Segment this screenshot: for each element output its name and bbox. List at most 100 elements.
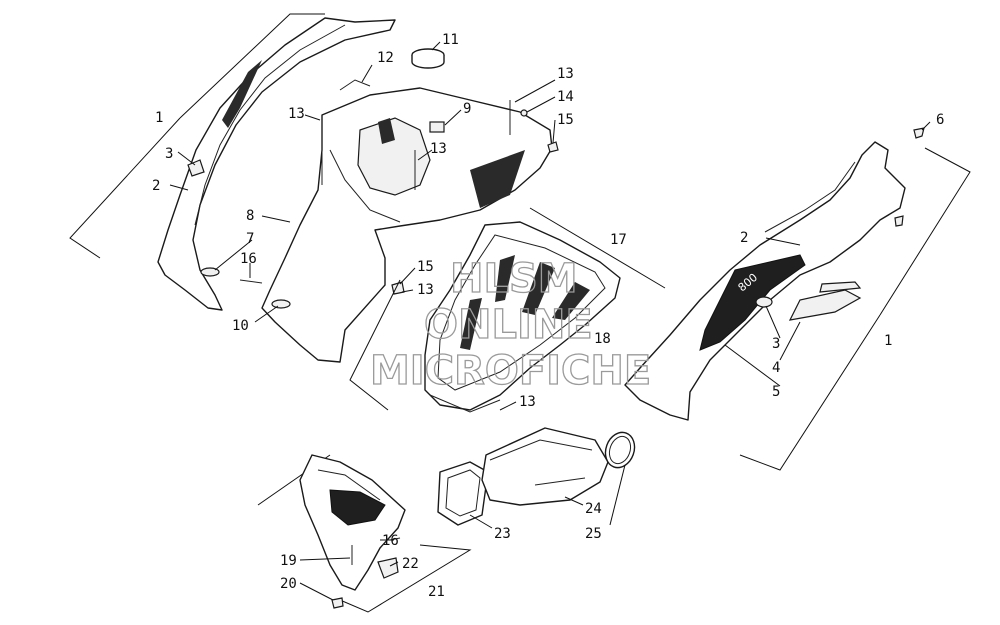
callout-13-e: 13: [519, 394, 536, 410]
right-panel-clip: [894, 215, 904, 227]
fastener-6: [913, 127, 925, 139]
clamp-25: [604, 431, 636, 469]
leader-15-b: [399, 267, 416, 285]
callout-13-c: 13: [557, 66, 574, 82]
callout-3-left: 3: [165, 146, 173, 162]
airbox-bracket-left: [349, 279, 401, 411]
leader-13-c: [514, 79, 556, 103]
leader-9: [444, 109, 462, 126]
callout-20: 20: [280, 576, 297, 592]
hood-emblem-10: [271, 299, 291, 309]
clamp-25-inner: [608, 435, 632, 465]
callout-labels: 1 3 2 8 7 16 10 13 12 11 9 13 13 14 15 1…: [152, 32, 944, 600]
left-assembly-bracket-top: [179, 13, 325, 119]
callout-14: 14: [557, 89, 574, 105]
right-reflector-4: [788, 289, 862, 321]
clip-12: [339, 79, 371, 91]
airbox-rib-3: [460, 298, 482, 350]
duct-24-edge: [489, 439, 593, 461]
airbox-body: [424, 221, 621, 411]
watermark: HLSM ONLINE MICROFICHE: [369, 255, 652, 394]
duct-24-rib: [534, 477, 586, 486]
callout-9: 9: [463, 101, 471, 117]
grommet-11: [411, 48, 445, 69]
right-reflector-plate: [819, 281, 862, 293]
callout-13-d: 13: [417, 282, 434, 298]
leader-6: [921, 121, 931, 131]
right-assembly-bracket-lower: [739, 314, 881, 471]
leader-2-left: [169, 184, 189, 191]
leader-24: [564, 496, 584, 506]
hood-bracket-9: [429, 121, 445, 133]
left-panel-crease: [194, 24, 346, 226]
callout-5: 5: [772, 384, 780, 400]
right-panel-crease: [764, 161, 856, 233]
bellypan-edge: [317, 469, 381, 501]
leader-3-left: [177, 151, 196, 166]
rivet-20: [331, 597, 344, 609]
leader-23: [469, 514, 493, 529]
right-panel-decal-stripe: [699, 254, 806, 351]
airbox-bracket-top: [529, 207, 666, 289]
leader-11: [431, 41, 441, 51]
hood-shell: [261, 87, 553, 363]
hood-left-vent: [378, 118, 395, 144]
leader-13-b: [417, 149, 433, 161]
callout-2-right: 2: [740, 230, 748, 246]
callout-10: 10: [232, 318, 249, 334]
leader-2-right: [765, 237, 801, 246]
bellypan-bracket-bottom: [339, 544, 472, 613]
air-box: [349, 207, 666, 413]
duct-seal-23: [437, 461, 489, 526]
belly-pan: [257, 454, 472, 613]
hood-hardware: [239, 79, 559, 295]
callout-11: 11: [442, 32, 459, 48]
callout-15-b: 15: [417, 259, 434, 275]
leader-22: [389, 561, 399, 567]
callout-16-left: 16: [240, 251, 257, 267]
left-side-panel-body: [157, 17, 396, 311]
front-hood: [261, 87, 553, 363]
callout-16-bottom: 16: [382, 533, 399, 549]
callout-21: 21: [428, 584, 445, 600]
callout-1-right: 1: [884, 333, 892, 349]
left-reflector-7: [200, 267, 220, 277]
airbox-rib-2: [522, 262, 555, 315]
leader-10: [254, 305, 279, 323]
leader-14: [526, 96, 556, 113]
callout-6: 6: [936, 112, 944, 128]
hood-contour: [329, 149, 401, 223]
left-assembly-bracket: [69, 117, 181, 259]
duct-24: [481, 427, 609, 506]
hood-right-vent: [470, 150, 525, 208]
callout-18: 18: [594, 331, 611, 347]
callout-15-a: 15: [557, 112, 574, 128]
callout-25: 25: [585, 526, 602, 542]
watermark-line-1: HLSM: [450, 256, 578, 302]
right-side-panel: 800: [624, 127, 971, 471]
callout-22: 22: [402, 556, 419, 572]
callout-7: 7: [246, 231, 254, 247]
leader-3-right: [765, 305, 781, 339]
callout-13-a: 13: [288, 106, 305, 122]
leader-15-a: [552, 119, 556, 144]
callout-24: 24: [585, 501, 602, 517]
callout-4: 4: [772, 360, 780, 376]
leader-4: [779, 321, 801, 361]
leader-12: [361, 64, 373, 83]
washer-14: [520, 109, 528, 117]
leader-13-a: [304, 114, 321, 121]
callout-8: 8: [246, 208, 254, 224]
leader-13-e: [499, 401, 517, 411]
leader-19: [299, 557, 351, 561]
callout-23: 23: [494, 526, 511, 542]
leader-13-d: [401, 289, 414, 293]
airbox-bottom-edge: [429, 394, 501, 413]
bellypan-opening: [329, 489, 386, 526]
right-grommet-3: [755, 296, 773, 308]
leader-lines: [169, 41, 931, 601]
callout-2-left: 2: [152, 178, 160, 194]
reflector-22: [377, 557, 399, 579]
leader-25: [609, 464, 626, 526]
